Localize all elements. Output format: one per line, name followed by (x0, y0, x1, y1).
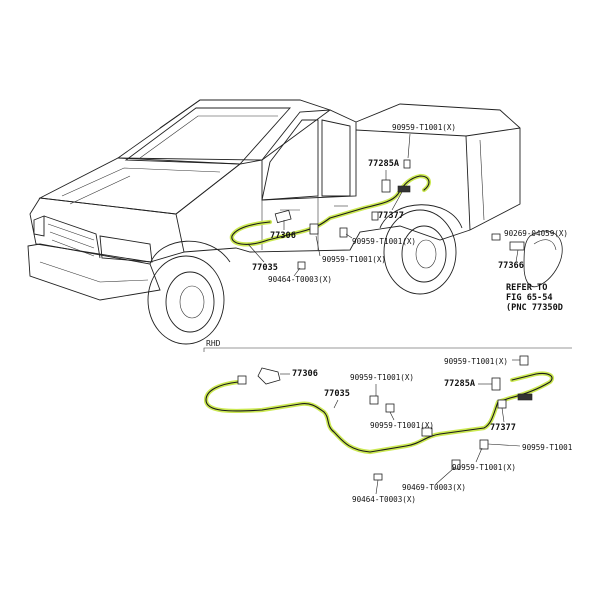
rhd-sensor-plug (517, 393, 533, 401)
rhd-connector-77306 (257, 367, 281, 385)
rhd-bolt-90464 (373, 473, 383, 481)
label-90959-t1001-mid: 90959-T1001(X) (352, 237, 416, 246)
label-77377-top: 77377 (378, 211, 404, 221)
rhd-clamp-a (369, 395, 379, 405)
top-bolt-90959-upper (403, 159, 411, 169)
label-90959-t1001-top: 90959-T1001(X) (392, 123, 456, 132)
label-90269-04059: 90269-04059(X) (504, 229, 568, 238)
top-clamp-77377 (371, 211, 379, 221)
rhd-clamp-77377 (497, 399, 507, 409)
label-90959-t1001-rhd-c: 90959-T1001(X) (452, 463, 516, 472)
top-bolt-90464 (297, 261, 306, 270)
detail-bracket-77366: 90269-04059(X) 77366 REFER TO FIG 65-54 … (491, 229, 568, 313)
label-77306-top: 77306 (270, 231, 296, 241)
label-77366: 77366 (498, 261, 524, 271)
top-clamp-mid (309, 223, 319, 235)
bracket-mount (509, 241, 525, 251)
rhd-grommet (421, 427, 433, 437)
rhd-bolt-90959-c (479, 439, 489, 450)
refer-to-line-3: (PNC 77350D (506, 303, 563, 313)
label-90959-t1001-rhd-b: 90959-T1001(X) (370, 421, 434, 430)
rhd-label: RHD (206, 339, 221, 348)
label-77035-top: 77035 (252, 263, 278, 273)
rhd-plug-end (237, 375, 247, 385)
top-labels: 90959-T1001(X) 77285A 77377 77306 77035 … (247, 123, 456, 284)
rhd-clamp-b (385, 403, 395, 413)
top-clamp-77285a (381, 179, 391, 193)
label-90464-t0003-rhd: 90464-T0003(X) (352, 495, 416, 504)
rhd-bolt-90959-tr (519, 355, 529, 366)
top-bolt-90959 (339, 227, 348, 238)
label-90464-t0003-top: 90464-T0003(X) (268, 275, 332, 284)
rhd-bolt-90469 (451, 459, 461, 470)
top-cable-assembly (229, 159, 431, 270)
label-77306-rhd: 77306 (292, 369, 318, 379)
rhd-detail: RHD 77306 77035 90959-T1001(X) 90959-T10… (203, 339, 573, 504)
label-77377-rhd: 77377 (490, 423, 516, 433)
label-77285a-top: 77285A (368, 159, 400, 169)
top-connector-77306 (274, 209, 292, 224)
label-90469-t0003-rhd: 90469-T0003(X) (402, 483, 466, 492)
refer-to-line-2: FIG 65-54 (506, 293, 553, 303)
label-77035-rhd: 77035 (324, 389, 350, 399)
top-sensor-plug (397, 185, 411, 193)
pickup-truck-illustration (27, 99, 521, 345)
rhd-clamp-77285a (491, 377, 501, 391)
refer-to-line-1: REFER TO (506, 283, 547, 293)
label-90959-t1001-rhd-a: 90959-T1001(X) (350, 373, 414, 382)
label-90959-t1001-rhd-tr: 90959-T1001(X) (444, 357, 508, 366)
label-90959-t1001-rhd-right: 90959-T1001 (522, 443, 573, 452)
label-77285a-rhd: 77285A (444, 379, 476, 389)
bracket-screw-90269 (491, 233, 501, 241)
label-90959-t1001-low: 90959-T1001(X) (322, 255, 386, 264)
